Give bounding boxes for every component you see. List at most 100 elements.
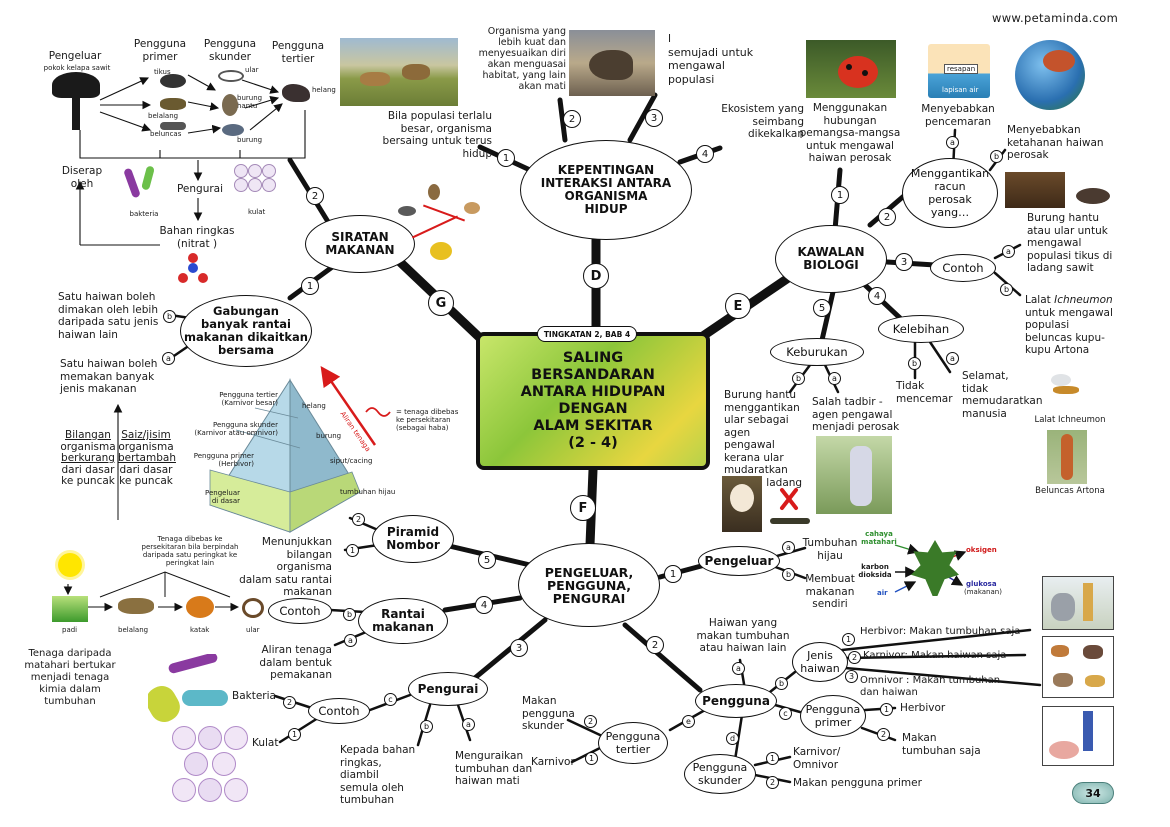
food-web-skunder: Pengguna skunder <box>203 38 257 63</box>
kawalan-biologi-node: KAWALAN BIOLOGI <box>775 225 887 293</box>
lalat-caption: Lalat Ichneumon <box>1034 415 1106 425</box>
pengeluar-point-a: Tumbuhan hijau <box>802 537 858 562</box>
herbivore-photo <box>1042 576 1114 630</box>
pyramid-tumbuhan: tumbuhan hijau <box>340 488 396 496</box>
nitrate-molecule-icon <box>176 253 210 287</box>
sub-badge: 2 <box>766 776 779 789</box>
food-web-bakteria: bakteria <box>129 210 159 218</box>
number-badge: 5 <box>813 299 831 317</box>
sub-badge: b <box>343 608 356 621</box>
piramid-desc: Menunjukkan bilangan organisma dalam sat… <box>239 536 332 598</box>
keburukan-point-a: Salah tadbir - agen pengawal menjadi per… <box>812 396 900 433</box>
number-badge: 3 <box>895 253 913 271</box>
saiz-4: dari dasar ke puncak <box>119 463 173 487</box>
karnivor-text: Karnivor: Makan haiwan saja <box>863 650 1007 661</box>
pengurai-contoh-node: Contoh <box>308 698 370 724</box>
ladybird-photo <box>806 40 896 98</box>
sub-badge: b <box>792 372 805 385</box>
website-url[interactable]: www.petaminda.com <box>992 11 1119 25</box>
omnivore-photo <box>1042 706 1114 766</box>
food-web-pengeluar: Pengeluar <box>48 50 102 62</box>
number-badge: 2 <box>306 187 324 205</box>
contoh-point-a: Burung hantu atau ular untuk mengawal po… <box>1027 212 1113 274</box>
pengguna-skunder-node: Pengguna skunder <box>684 754 756 794</box>
number-badge: 1 <box>497 149 515 167</box>
cahaya-label: cahaya matahari <box>861 530 897 546</box>
center-title: SALING BERSANDARAN ANTARA HIDUPAN DENGAN… <box>520 350 666 451</box>
eagle-icon <box>282 84 310 102</box>
branch-letter-g: G <box>428 290 454 316</box>
caterpillar-icon <box>160 122 186 130</box>
pollution-diagram: resapan lapisan air <box>928 44 990 98</box>
food-web-pokok: pokok kelapa sawit <box>43 64 111 72</box>
number-badge: 1 <box>301 277 319 295</box>
menggantikan-racun-node: Menggantikan racun perosak yang… <box>902 158 998 228</box>
sub-badge: b <box>908 357 921 370</box>
food-web-beluncas: beluncas <box>150 130 182 138</box>
sub-badge: b <box>420 720 433 733</box>
pyramid-tertier: Pengguna tertier (Karnivor besar) <box>219 391 278 407</box>
kawalan-point-1: Menggunakan hubungan pemangsa-mangsa unt… <box>799 102 901 164</box>
sub-badge: a <box>344 634 357 647</box>
skunder-point-1: Karnivor/ Omnivor <box>793 746 841 771</box>
kepentingan-point-1: Bila populasi terlalu besar, organisma b… <box>382 110 492 160</box>
branch-letter-d: D <box>583 263 609 289</box>
rantai-makanan-node: Rantai makanan <box>358 598 448 644</box>
sub-badge: 3 <box>845 670 858 683</box>
gabungan-point-b: Satu haiwan boleh dimakan oleh lebih dar… <box>58 291 159 341</box>
pyramid-helang: helang <box>302 402 326 410</box>
tenaga-note: Tenaga dibebas ke persekitaran bila berp… <box>141 535 239 567</box>
pyramid-legend: = tenaga dibebas ke persekitaran (sebaga… <box>396 408 459 432</box>
tertier-point-1: Karnivor <box>531 756 575 768</box>
rat-icon <box>160 74 186 88</box>
siratan-makanan-node: SIRATAN MAKANAN <box>305 215 415 273</box>
food-web-illustration <box>394 182 492 268</box>
sub-badge: 1 <box>766 752 779 765</box>
sub-badge: b <box>782 568 795 581</box>
snake-photo <box>768 510 812 530</box>
bird-icon <box>222 124 244 136</box>
pengguna-node: Pengguna <box>695 684 777 718</box>
bil-3: berkurang <box>61 452 115 464</box>
number-badge: 3 <box>510 639 528 657</box>
contoh-b-prefix: Lalat <box>1025 294 1055 306</box>
makanan-label: (makanan) <box>964 588 1002 596</box>
sub-badge: a <box>162 352 175 365</box>
pengeluar-pengguna-pengurai-node: PENGELUAR, PENGGUNA, PENGURAI <box>518 543 660 627</box>
saiz-2: organisma <box>118 440 174 453</box>
number-badge: 2 <box>563 110 581 128</box>
contoh-node: Contoh <box>930 254 996 282</box>
snake-icon <box>218 70 244 82</box>
pengurai-point-a: Menguraikan tumbuhan dan haiwan mati <box>455 750 533 787</box>
contoh-b-rest: untuk mengawal populasi beluncas kupu- k… <box>1025 306 1113 357</box>
glukosa-label: glukosa <box>966 580 997 588</box>
number-badge: 4 <box>475 596 493 614</box>
number-badge: 1 <box>664 565 682 583</box>
bacteria-photo <box>148 654 232 724</box>
leaf-icon <box>905 534 965 610</box>
rantai-contoh-node: Contoh <box>268 598 332 624</box>
gabungan-point-a: Satu haiwan boleh memakan banyak jenis m… <box>60 358 158 395</box>
food-web-primer: Pengguna primer <box>133 38 187 63</box>
sub-badge: d <box>726 732 739 745</box>
pengurai-kulat: Kulat <box>252 737 279 749</box>
snake-handler-photo <box>816 436 892 514</box>
energy-pyramid <box>209 378 361 533</box>
snake-chain-icon <box>242 598 264 618</box>
sub-badge: 1 <box>842 633 855 646</box>
globe-beetle-photo <box>1015 40 1085 110</box>
sub-badge: 2 <box>848 651 861 664</box>
fungi-icon <box>232 162 276 206</box>
pengguna-tertier-node: Pengguna tertier <box>598 722 668 764</box>
chain-belalang: belalang <box>118 626 149 634</box>
ganti-point-a: Menyebabkan pencemaran <box>921 103 995 128</box>
pyramid-primer: Pengguna primer (Herbivor) <box>193 452 254 468</box>
sub-badge: a <box>1002 245 1015 258</box>
number-badge: 1 <box>831 186 849 204</box>
pengurai-bakteria: Bakteria <box>232 690 276 702</box>
karbon-label: karbon dioksida <box>858 563 892 579</box>
number-badge: 3 <box>645 109 663 127</box>
ichneumon-photo <box>1033 370 1093 412</box>
